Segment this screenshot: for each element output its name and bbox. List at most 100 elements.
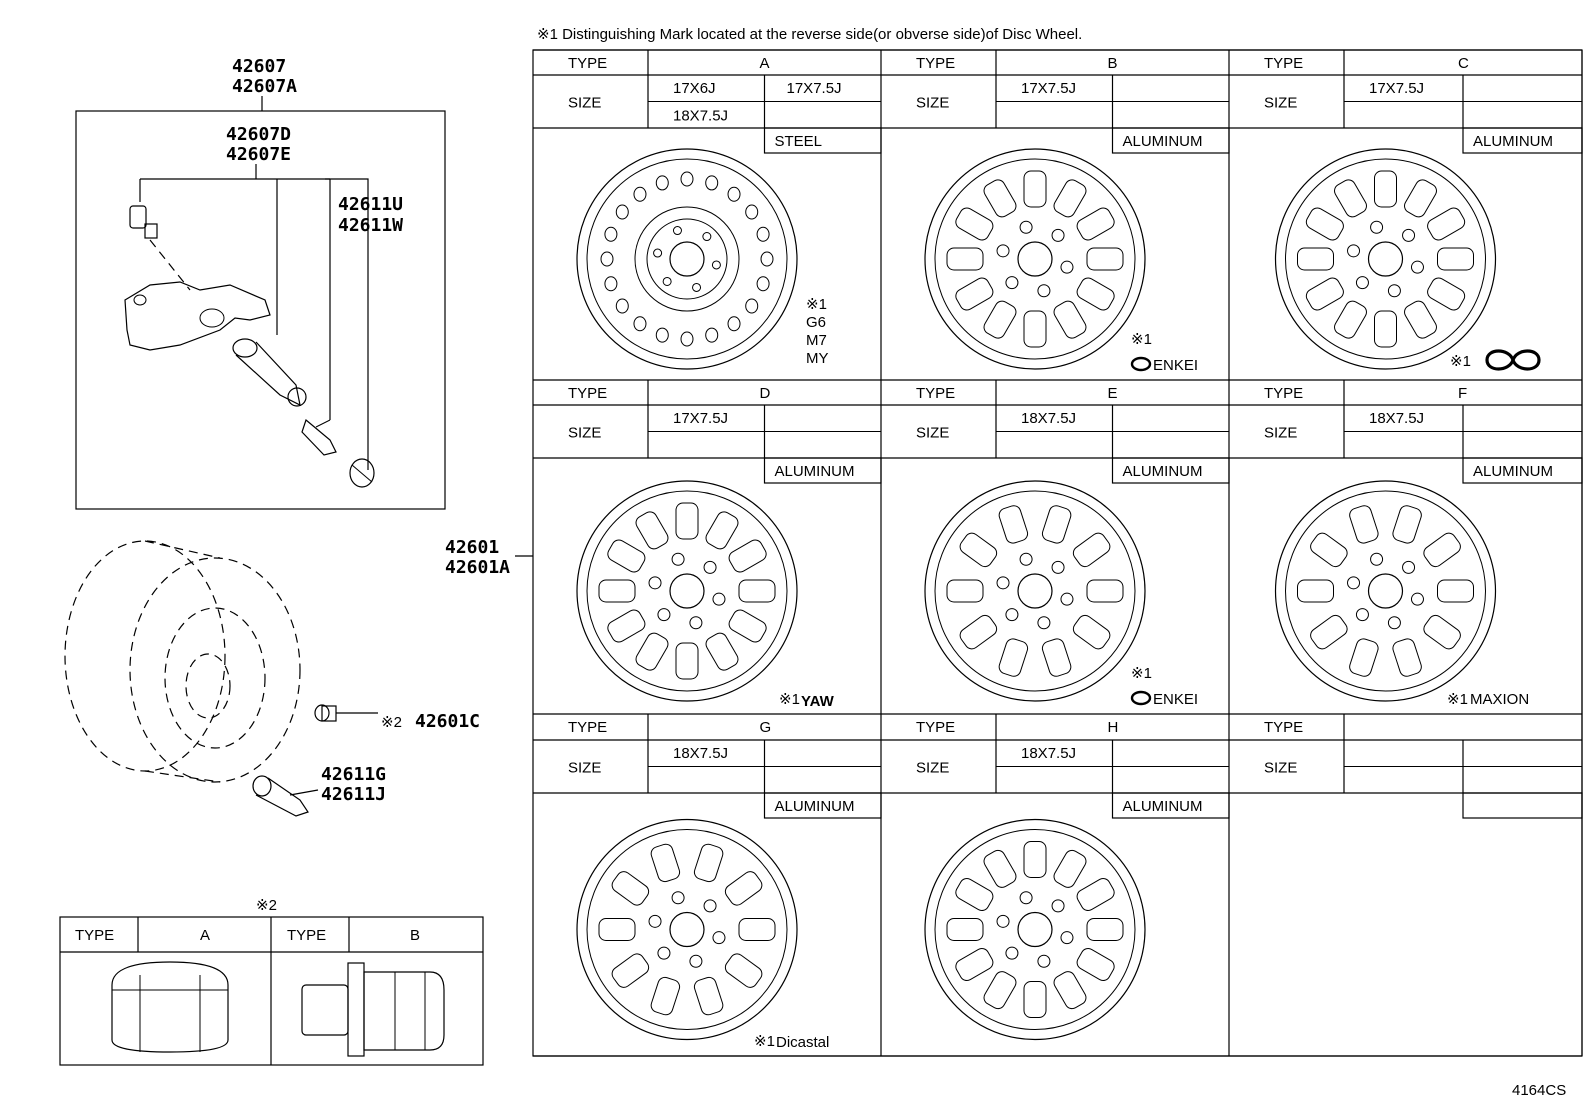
lug-nut-icon bbox=[314, 704, 378, 722]
wheel-type-f: F bbox=[1458, 385, 1467, 402]
wheel-type-g: G bbox=[760, 719, 772, 736]
wheel-type-d: D bbox=[760, 385, 771, 402]
size-label: SIZE bbox=[916, 425, 949, 442]
size-label: SIZE bbox=[1264, 760, 1297, 777]
wheel-type-c: C bbox=[1458, 55, 1469, 72]
nut-type-a: A bbox=[200, 927, 210, 944]
wheel-illustration-5 bbox=[924, 480, 1146, 702]
wheel-type-b: B bbox=[1108, 55, 1118, 72]
wheel-size: 17X6J bbox=[673, 80, 716, 97]
size-label: SIZE bbox=[916, 95, 949, 112]
infinity-logo-icon bbox=[1485, 349, 1541, 371]
type-label: TYPE bbox=[568, 385, 607, 402]
wheel-material: ALUMINUM bbox=[1123, 798, 1203, 815]
brand-mark: ENKEI bbox=[1153, 691, 1198, 708]
type-label: TYPE bbox=[1264, 719, 1303, 736]
wheel-size: 18X7.5J bbox=[1021, 410, 1076, 427]
nut-type-label-a: TYPE bbox=[75, 927, 114, 944]
wheel-illustration-2 bbox=[924, 148, 1146, 370]
tire-icon bbox=[64, 540, 301, 783]
wheel-illustration-7 bbox=[576, 818, 798, 1041]
part-42607a[interactable]: 42607A bbox=[232, 76, 297, 97]
nut-type-table bbox=[59, 916, 484, 1066]
part-42607e[interactable]: 42607E bbox=[226, 144, 291, 165]
distinguishing-mark: ※1 bbox=[1450, 349, 1541, 371]
steel-mark-line: ※1 bbox=[806, 296, 827, 313]
type-label: TYPE bbox=[916, 55, 955, 72]
brand-mark: Dicastal bbox=[776, 1034, 829, 1051]
nut-type-label-b: TYPE bbox=[287, 927, 326, 944]
wheel-size: 17X7.5J bbox=[1021, 80, 1076, 97]
tpms-assembly-box bbox=[75, 110, 446, 510]
drawing-code: 4164CS bbox=[1512, 1082, 1566, 1099]
distinguishing-mark-note: ※1 Distinguishing Mark located at the re… bbox=[537, 26, 1082, 43]
brand-mark: MAXION bbox=[1470, 691, 1529, 708]
wheel-material: ALUMINUM bbox=[1123, 133, 1203, 150]
valve-stem-icon bbox=[232, 338, 307, 407]
steel-mark-line: MY bbox=[806, 350, 829, 367]
note1-mark: ※1 bbox=[1447, 691, 1468, 708]
part-42611g[interactable]: 42611G bbox=[321, 764, 386, 785]
wheel-size: 17X7.5J bbox=[673, 410, 728, 427]
size-label: SIZE bbox=[568, 95, 601, 112]
wheel-size: 18X7.5J bbox=[673, 745, 728, 762]
size-label: SIZE bbox=[1264, 95, 1297, 112]
part-42607[interactable]: 42607 bbox=[232, 56, 286, 77]
wheel-type-e: E bbox=[1108, 385, 1118, 402]
wheel-material: ALUMINUM bbox=[775, 798, 855, 815]
note1-mark: ※1 bbox=[779, 691, 800, 708]
flat-seat-nut-icon bbox=[301, 962, 445, 1057]
steel-mark-line: M7 bbox=[806, 332, 827, 349]
size-label: SIZE bbox=[568, 425, 601, 442]
tpms-sensor-icon bbox=[124, 281, 271, 351]
size-label: SIZE bbox=[916, 760, 949, 777]
type-label: TYPE bbox=[1264, 55, 1303, 72]
wheel-material: ALUMINUM bbox=[775, 463, 855, 480]
wheel-illustration-8 bbox=[924, 818, 1146, 1041]
wheel-illustration-1 bbox=[576, 148, 798, 370]
note1-mark: ※1 bbox=[1131, 331, 1152, 348]
size-label: SIZE bbox=[1264, 425, 1297, 442]
wheel-size: 18X7.5J bbox=[1021, 745, 1076, 762]
part-42611w[interactable]: 42611W bbox=[338, 215, 403, 236]
wheel-type-h: H bbox=[1108, 719, 1119, 736]
note1-mark: ※1 bbox=[1131, 665, 1152, 682]
part-42611u[interactable]: 42611U bbox=[338, 194, 403, 215]
brand-mark: YAW bbox=[801, 693, 835, 710]
part-42601[interactable]: 42601 bbox=[445, 537, 499, 558]
size-label: SIZE bbox=[568, 760, 601, 777]
part-42601a[interactable]: 42601A bbox=[445, 557, 510, 578]
type-label: TYPE bbox=[1264, 385, 1303, 402]
note2-table-mark: ※2 bbox=[256, 897, 277, 914]
part-42601c[interactable]: 42601C bbox=[415, 711, 480, 732]
part-42607d[interactable]: 42607D bbox=[226, 124, 291, 145]
acorn-nut-icon bbox=[111, 961, 229, 1053]
note1-mark: ※1 bbox=[1450, 353, 1471, 370]
type-label: TYPE bbox=[568, 719, 607, 736]
type-label: TYPE bbox=[916, 385, 955, 402]
wheel-size: 17X7.5J bbox=[787, 80, 842, 97]
wheel-illustration-4 bbox=[576, 480, 798, 702]
wheel-type-table bbox=[532, 49, 1583, 1057]
tire-valve-icon bbox=[252, 775, 319, 817]
type-label: TYPE bbox=[568, 55, 607, 72]
wheel-material: ALUMINUM bbox=[1473, 133, 1553, 150]
valve-cap-icon bbox=[349, 458, 375, 488]
brand-mark: ENKEI bbox=[1153, 357, 1198, 374]
wheel-material: ALUMINUM bbox=[1123, 463, 1203, 480]
note2-mark: ※2 bbox=[381, 714, 402, 731]
valve-core-icon bbox=[301, 418, 337, 456]
wheel-illustration-3 bbox=[1274, 148, 1497, 370]
wheel-material: STEEL bbox=[775, 133, 823, 150]
wheel-type-a: A bbox=[760, 55, 770, 72]
part-42611j[interactable]: 42611J bbox=[321, 784, 386, 805]
wheel-material: ALUMINUM bbox=[1473, 463, 1553, 480]
note1-mark: ※1 bbox=[754, 1033, 775, 1050]
